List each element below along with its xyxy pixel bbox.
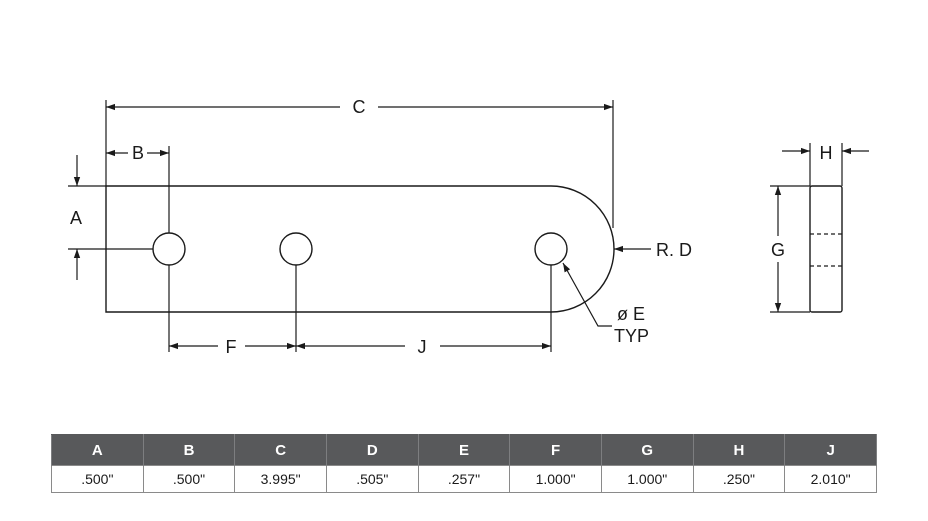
header-a: A [51, 434, 144, 466]
value-a: .500" [51, 465, 144, 493]
dim-e-label-line2: TYP [614, 326, 649, 346]
dim-e-leader [562, 262, 612, 327]
dimension-table-header-row: A B C D E F G H J [51, 434, 877, 466]
value-f: 1.000" [509, 465, 602, 493]
dim-b-label: B [132, 143, 144, 163]
dim-f-label: F [226, 337, 237, 357]
value-d: .505" [325, 465, 419, 493]
value-g: 1.000" [600, 465, 694, 493]
dim-a-label: A [70, 208, 82, 228]
header-d: D [325, 434, 419, 466]
hole-2 [279, 232, 313, 266]
value-b: .500" [142, 465, 236, 493]
hole-3 [534, 232, 568, 266]
dimension-table-value-row: .500" .500" 3.995" .505" .257" 1.000" 1.… [51, 465, 877, 493]
header-g: G [600, 434, 694, 466]
header-e: E [417, 434, 511, 466]
value-h: .250" [692, 465, 786, 493]
part-outline [105, 185, 615, 313]
side-view-outline [809, 185, 843, 313]
dim-h-label: H [820, 143, 833, 163]
dim-j-label: J [418, 337, 427, 357]
dim-e-label-line1: ø E [617, 304, 645, 324]
dim-g-label: G [771, 240, 785, 260]
header-j: J [784, 434, 877, 466]
value-e: .257" [417, 465, 511, 493]
dim-d-label: R. D [656, 240, 692, 260]
dim-c-label: C [353, 97, 366, 117]
header-f: F [509, 434, 602, 466]
hole-1 [152, 232, 186, 266]
header-b: B [142, 434, 236, 466]
value-c: 3.995" [234, 465, 327, 493]
header-h: H [692, 434, 786, 466]
value-j: 2.010" [784, 465, 877, 493]
dimension-table: A B C D E F G H J .500" .500" 3.995" .50… [51, 434, 877, 493]
header-c: C [234, 434, 327, 466]
